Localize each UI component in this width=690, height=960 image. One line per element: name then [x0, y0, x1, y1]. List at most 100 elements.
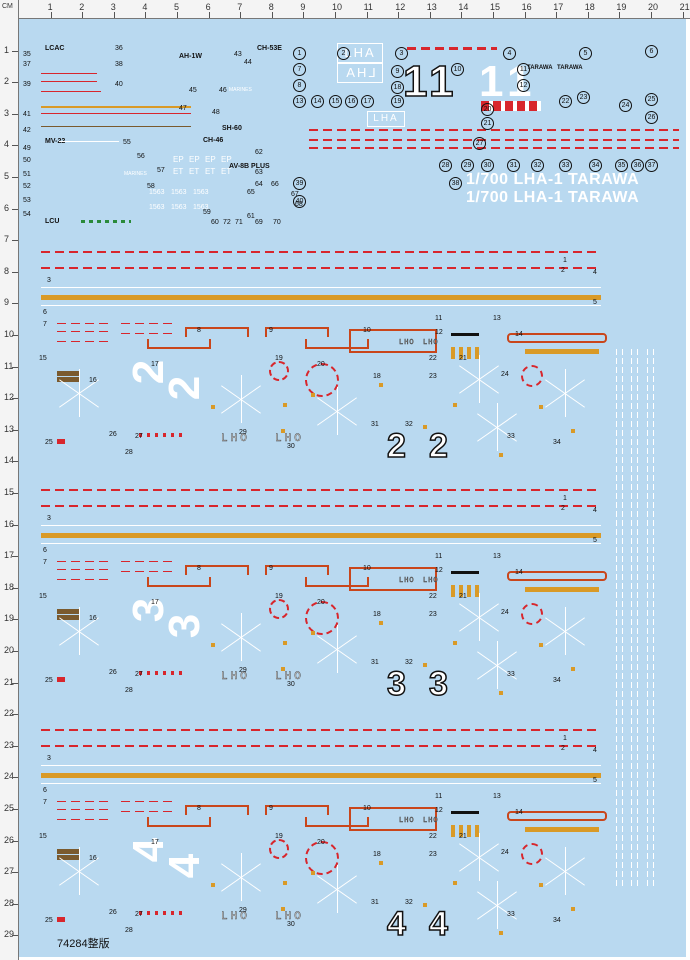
white-edge-line [41, 287, 601, 288]
item-number: 46 [219, 87, 227, 94]
red-marker [57, 439, 65, 444]
circled-number: 18 [391, 81, 404, 94]
item-number: 57 [157, 167, 165, 174]
item-number: 39 [23, 81, 31, 88]
label-mv22: MV-22 [45, 138, 66, 145]
deck-number-outlined: 3 [428, 664, 448, 704]
ruler-tick-label: 9 [4, 297, 10, 308]
ruler-tick-mark [12, 271, 18, 273]
ruler-tick-mark [651, 12, 652, 18]
rope-rail [265, 805, 329, 815]
deck-item-number: 6 [43, 787, 47, 794]
deck-item-number: 11 [435, 793, 443, 800]
red-dash [309, 129, 679, 131]
deck-item-number: 1 [563, 257, 567, 264]
circled-number: 15 [329, 95, 342, 108]
deck-item-number: 29 [239, 429, 247, 436]
ruler-tick-mark [12, 651, 18, 652]
ruler-tick-label: 1 [4, 44, 10, 55]
landing-spot-line [479, 833, 480, 881]
item-number: 48 [212, 109, 220, 116]
deck-item-number: 7 [43, 559, 47, 566]
ruler-tick-mark [12, 366, 18, 368]
white-dashed-line [647, 349, 648, 889]
red-dash-short [57, 809, 113, 810]
red-dash-short [121, 811, 177, 812]
deck-item-number: 10 [363, 327, 371, 334]
deck-item-number: 5 [593, 299, 597, 306]
red-dash-line [41, 267, 601, 269]
ruler-tick-mark [12, 177, 18, 178]
deck-item-number: 30 [287, 681, 295, 688]
orange-dot [281, 429, 285, 433]
black-bar [451, 571, 479, 574]
ruler-tick-label: 4 [142, 2, 148, 12]
circled-number: 7 [293, 63, 306, 76]
orange-dot [283, 403, 287, 407]
rope-loop [507, 811, 607, 821]
ruler-tick-label: 19 [616, 2, 627, 12]
white-dashed-line [653, 349, 654, 889]
red-dash-short [121, 801, 177, 802]
red-dash-line [41, 729, 601, 731]
white-edge-line [41, 525, 601, 526]
item-number: 51 [23, 171, 31, 178]
deck-item-number: 27 [135, 433, 143, 440]
ruler-tick-label: 8 [4, 265, 10, 276]
deck-item-number: 33 [507, 671, 515, 678]
red-checker [481, 101, 541, 111]
ruler-tick-label: 13 [4, 423, 15, 434]
circled-number: 19 [391, 95, 404, 108]
circled-number: 32 [531, 159, 544, 172]
circled-number: 23 [577, 91, 590, 104]
ruler-unit: CM [2, 3, 13, 10]
red-dashed-circle [521, 843, 543, 865]
item-number: 55 [123, 139, 131, 146]
deck-item-number: 14 [515, 809, 523, 816]
ruler-tick-mark [12, 903, 18, 905]
deck-item-number: 31 [371, 899, 379, 906]
ruler-tick-label: 2 [4, 76, 10, 87]
title-line-1: 1/700 LHA-1 TARAWA [466, 171, 640, 188]
deck-number-white: 2 [160, 375, 210, 401]
rope-rail [305, 817, 369, 827]
white-dashed-line [616, 349, 617, 889]
item-number: 70 [273, 219, 281, 226]
deck-item-number: 16 [89, 615, 97, 622]
lho-mark-small: LHO [423, 817, 439, 826]
landing-spot-line [337, 865, 338, 913]
landing-spot-line [337, 387, 338, 435]
code-1563: 1563 [149, 189, 165, 196]
ruler-tick-label: 16 [521, 2, 532, 12]
circled-number: 2 [337, 47, 350, 60]
deck-item-number: 16 [89, 855, 97, 862]
orange-dot [211, 883, 215, 887]
ruler-tick-label: 3 [4, 107, 10, 118]
ruler-tick-label: 22 [4, 708, 15, 719]
ruler-tick-label: 23 [4, 739, 15, 750]
deck-item-number: 8 [197, 805, 201, 812]
et-mark: ET [189, 167, 200, 176]
deck-item-number: 20 [317, 361, 325, 368]
red-dash-short [57, 579, 113, 580]
deck-item-number: 4 [593, 507, 597, 514]
red-dash-short [57, 561, 113, 562]
circled-number: 31 [507, 159, 520, 172]
ruler-tick-label: 12 [4, 392, 15, 403]
white-dashed-line [631, 349, 632, 889]
circled-number: 26 [645, 111, 658, 124]
item-number: 52 [23, 183, 31, 190]
red-line [41, 113, 191, 114]
ruler-tick-mark [12, 335, 18, 336]
red-dash-short [57, 801, 113, 802]
white-edge-line [41, 305, 601, 306]
deck-item-number: 7 [43, 321, 47, 328]
ruler-tick-mark [12, 872, 18, 874]
lho-mark-small: LHO [399, 339, 415, 348]
deck-item-number: 9 [269, 327, 273, 334]
orange-dot [311, 631, 315, 635]
deck-item-number: 9 [269, 565, 273, 572]
red-dash-short [57, 819, 113, 820]
landing-spot-line [79, 369, 80, 417]
item-number: 36 [115, 45, 123, 52]
